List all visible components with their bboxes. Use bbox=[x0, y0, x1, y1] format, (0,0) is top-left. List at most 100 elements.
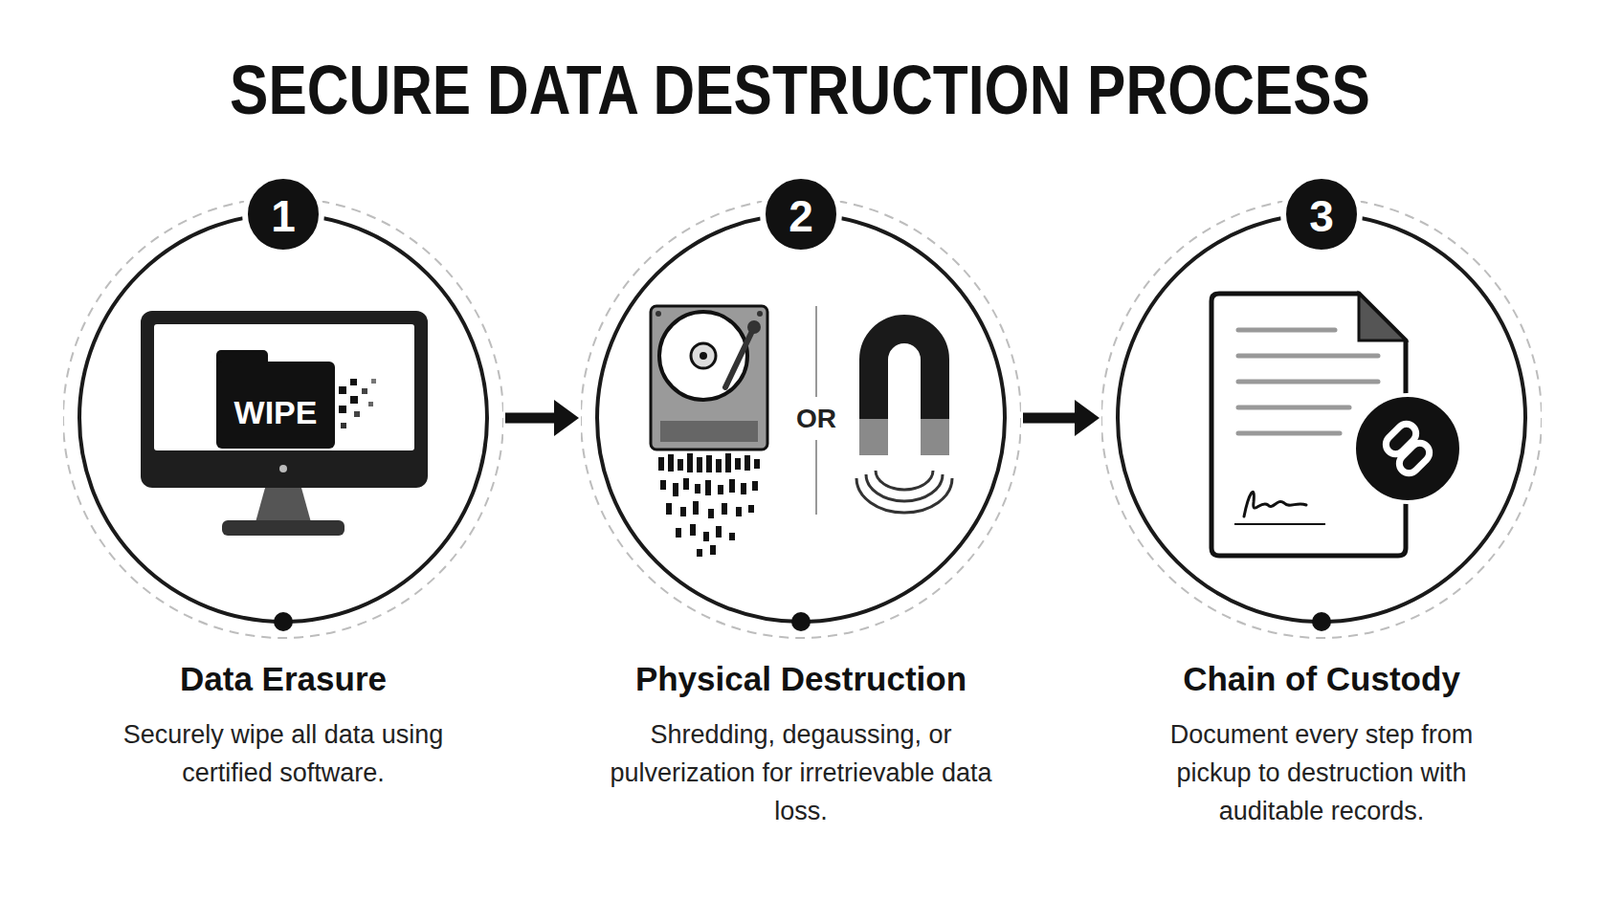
magnet-icon bbox=[856, 329, 953, 513]
debris bbox=[680, 507, 687, 517]
drive-board bbox=[660, 421, 758, 443]
chain-badge bbox=[1354, 395, 1462, 503]
debris bbox=[660, 480, 667, 490]
debris bbox=[729, 479, 735, 493]
text-line bbox=[1238, 405, 1350, 411]
outer-dashed-ring bbox=[580, 200, 1022, 639]
field-wave bbox=[866, 474, 943, 502]
outer-dashed-ring bbox=[63, 200, 504, 639]
shred-debris bbox=[658, 453, 760, 557]
arrow-shaft bbox=[505, 413, 558, 424]
pixel-bit bbox=[350, 396, 358, 404]
chain-link bbox=[1395, 439, 1434, 478]
drive-screw bbox=[655, 311, 662, 317]
debris bbox=[675, 528, 682, 538]
text-line bbox=[1238, 328, 1335, 334]
text-line bbox=[1238, 354, 1378, 359]
number-badge bbox=[762, 176, 840, 253]
monitor-base bbox=[222, 520, 345, 536]
debris bbox=[666, 503, 672, 515]
magnet-pole bbox=[920, 419, 950, 456]
pixel-bit bbox=[340, 422, 347, 429]
folder-label: WIPE bbox=[234, 394, 318, 432]
callout-number: 1 bbox=[270, 190, 296, 243]
step-description: Document every step from pickup to destr… bbox=[1144, 715, 1499, 831]
monitor-screen bbox=[154, 324, 415, 451]
debris bbox=[717, 485, 724, 495]
ring-dot bbox=[1311, 612, 1332, 632]
outer-dashed-ring bbox=[1101, 200, 1542, 639]
ring-dot bbox=[791, 612, 811, 632]
monitor-neck bbox=[255, 488, 312, 523]
debris bbox=[703, 532, 710, 542]
debris bbox=[752, 481, 758, 491]
flow-arrow bbox=[1022, 400, 1100, 437]
flow-arrow bbox=[505, 400, 579, 437]
pixel-bit bbox=[371, 378, 377, 384]
drive-hub bbox=[699, 352, 708, 360]
field-wave bbox=[856, 478, 953, 513]
debris bbox=[708, 509, 714, 519]
debris bbox=[729, 533, 735, 541]
step-heading: Physical Destruction bbox=[635, 658, 967, 701]
drive-pivot bbox=[747, 320, 761, 334]
debris bbox=[696, 457, 703, 473]
magnet-pole bbox=[859, 419, 889, 456]
step-ring-outline bbox=[79, 214, 488, 623]
debris bbox=[740, 483, 747, 495]
step-description: Shredding, degaussing, or pulverization … bbox=[609, 715, 993, 831]
debris bbox=[721, 503, 728, 515]
folder-body bbox=[216, 361, 335, 449]
debris bbox=[672, 483, 679, 497]
chain-link bbox=[1381, 420, 1421, 459]
text-line bbox=[1238, 379, 1378, 385]
debris bbox=[677, 459, 684, 471]
divider-line bbox=[815, 440, 818, 515]
number-badge bbox=[244, 176, 322, 253]
drive-arm bbox=[725, 327, 755, 388]
arrow-head bbox=[1074, 400, 1100, 437]
debris bbox=[748, 505, 755, 513]
debris bbox=[754, 459, 760, 469]
folder-icon bbox=[216, 350, 377, 449]
debris bbox=[710, 545, 716, 556]
document-fold bbox=[1358, 293, 1406, 341]
monitor-frame bbox=[140, 311, 428, 489]
field-wave bbox=[875, 470, 934, 490]
debris bbox=[715, 459, 722, 473]
step-heading: Data Erasure bbox=[179, 658, 387, 701]
divider-line bbox=[815, 306, 818, 398]
monitor-led bbox=[279, 465, 288, 473]
text-line bbox=[1238, 431, 1340, 437]
step-heading: Chain of Custody bbox=[1182, 658, 1461, 701]
debris bbox=[696, 549, 703, 557]
debris bbox=[658, 457, 665, 471]
step-description: Securely wipe all data using certified s… bbox=[120, 715, 446, 793]
debris bbox=[667, 454, 674, 472]
ring-dot bbox=[273, 612, 293, 632]
step-text: Data ErasureSecurely wipe all data using… bbox=[63, 658, 504, 793]
pixel-bit bbox=[368, 401, 374, 407]
step-text: Chain of CustodyDocument every step from… bbox=[1101, 658, 1542, 831]
arrow-shaft bbox=[1022, 413, 1079, 424]
arrow-head bbox=[554, 400, 579, 437]
debris bbox=[683, 478, 689, 490]
pixel-bit bbox=[354, 411, 360, 418]
step-circle: Physical DestructionShredding, degaussin… bbox=[580, 200, 1022, 843]
hard-drive-icon bbox=[650, 306, 768, 450]
callout-number: 2 bbox=[788, 190, 814, 243]
debris bbox=[689, 524, 696, 536]
signature bbox=[1244, 491, 1307, 517]
debris bbox=[692, 501, 699, 515]
step-ring-outline bbox=[1117, 214, 1526, 623]
step-ring-outline bbox=[597, 214, 1005, 623]
debris bbox=[694, 484, 701, 494]
debris bbox=[725, 453, 732, 473]
number-badge bbox=[1283, 176, 1360, 253]
step-text: Physical DestructionShredding, degaussin… bbox=[580, 658, 1022, 831]
or-label: OR bbox=[796, 403, 837, 435]
